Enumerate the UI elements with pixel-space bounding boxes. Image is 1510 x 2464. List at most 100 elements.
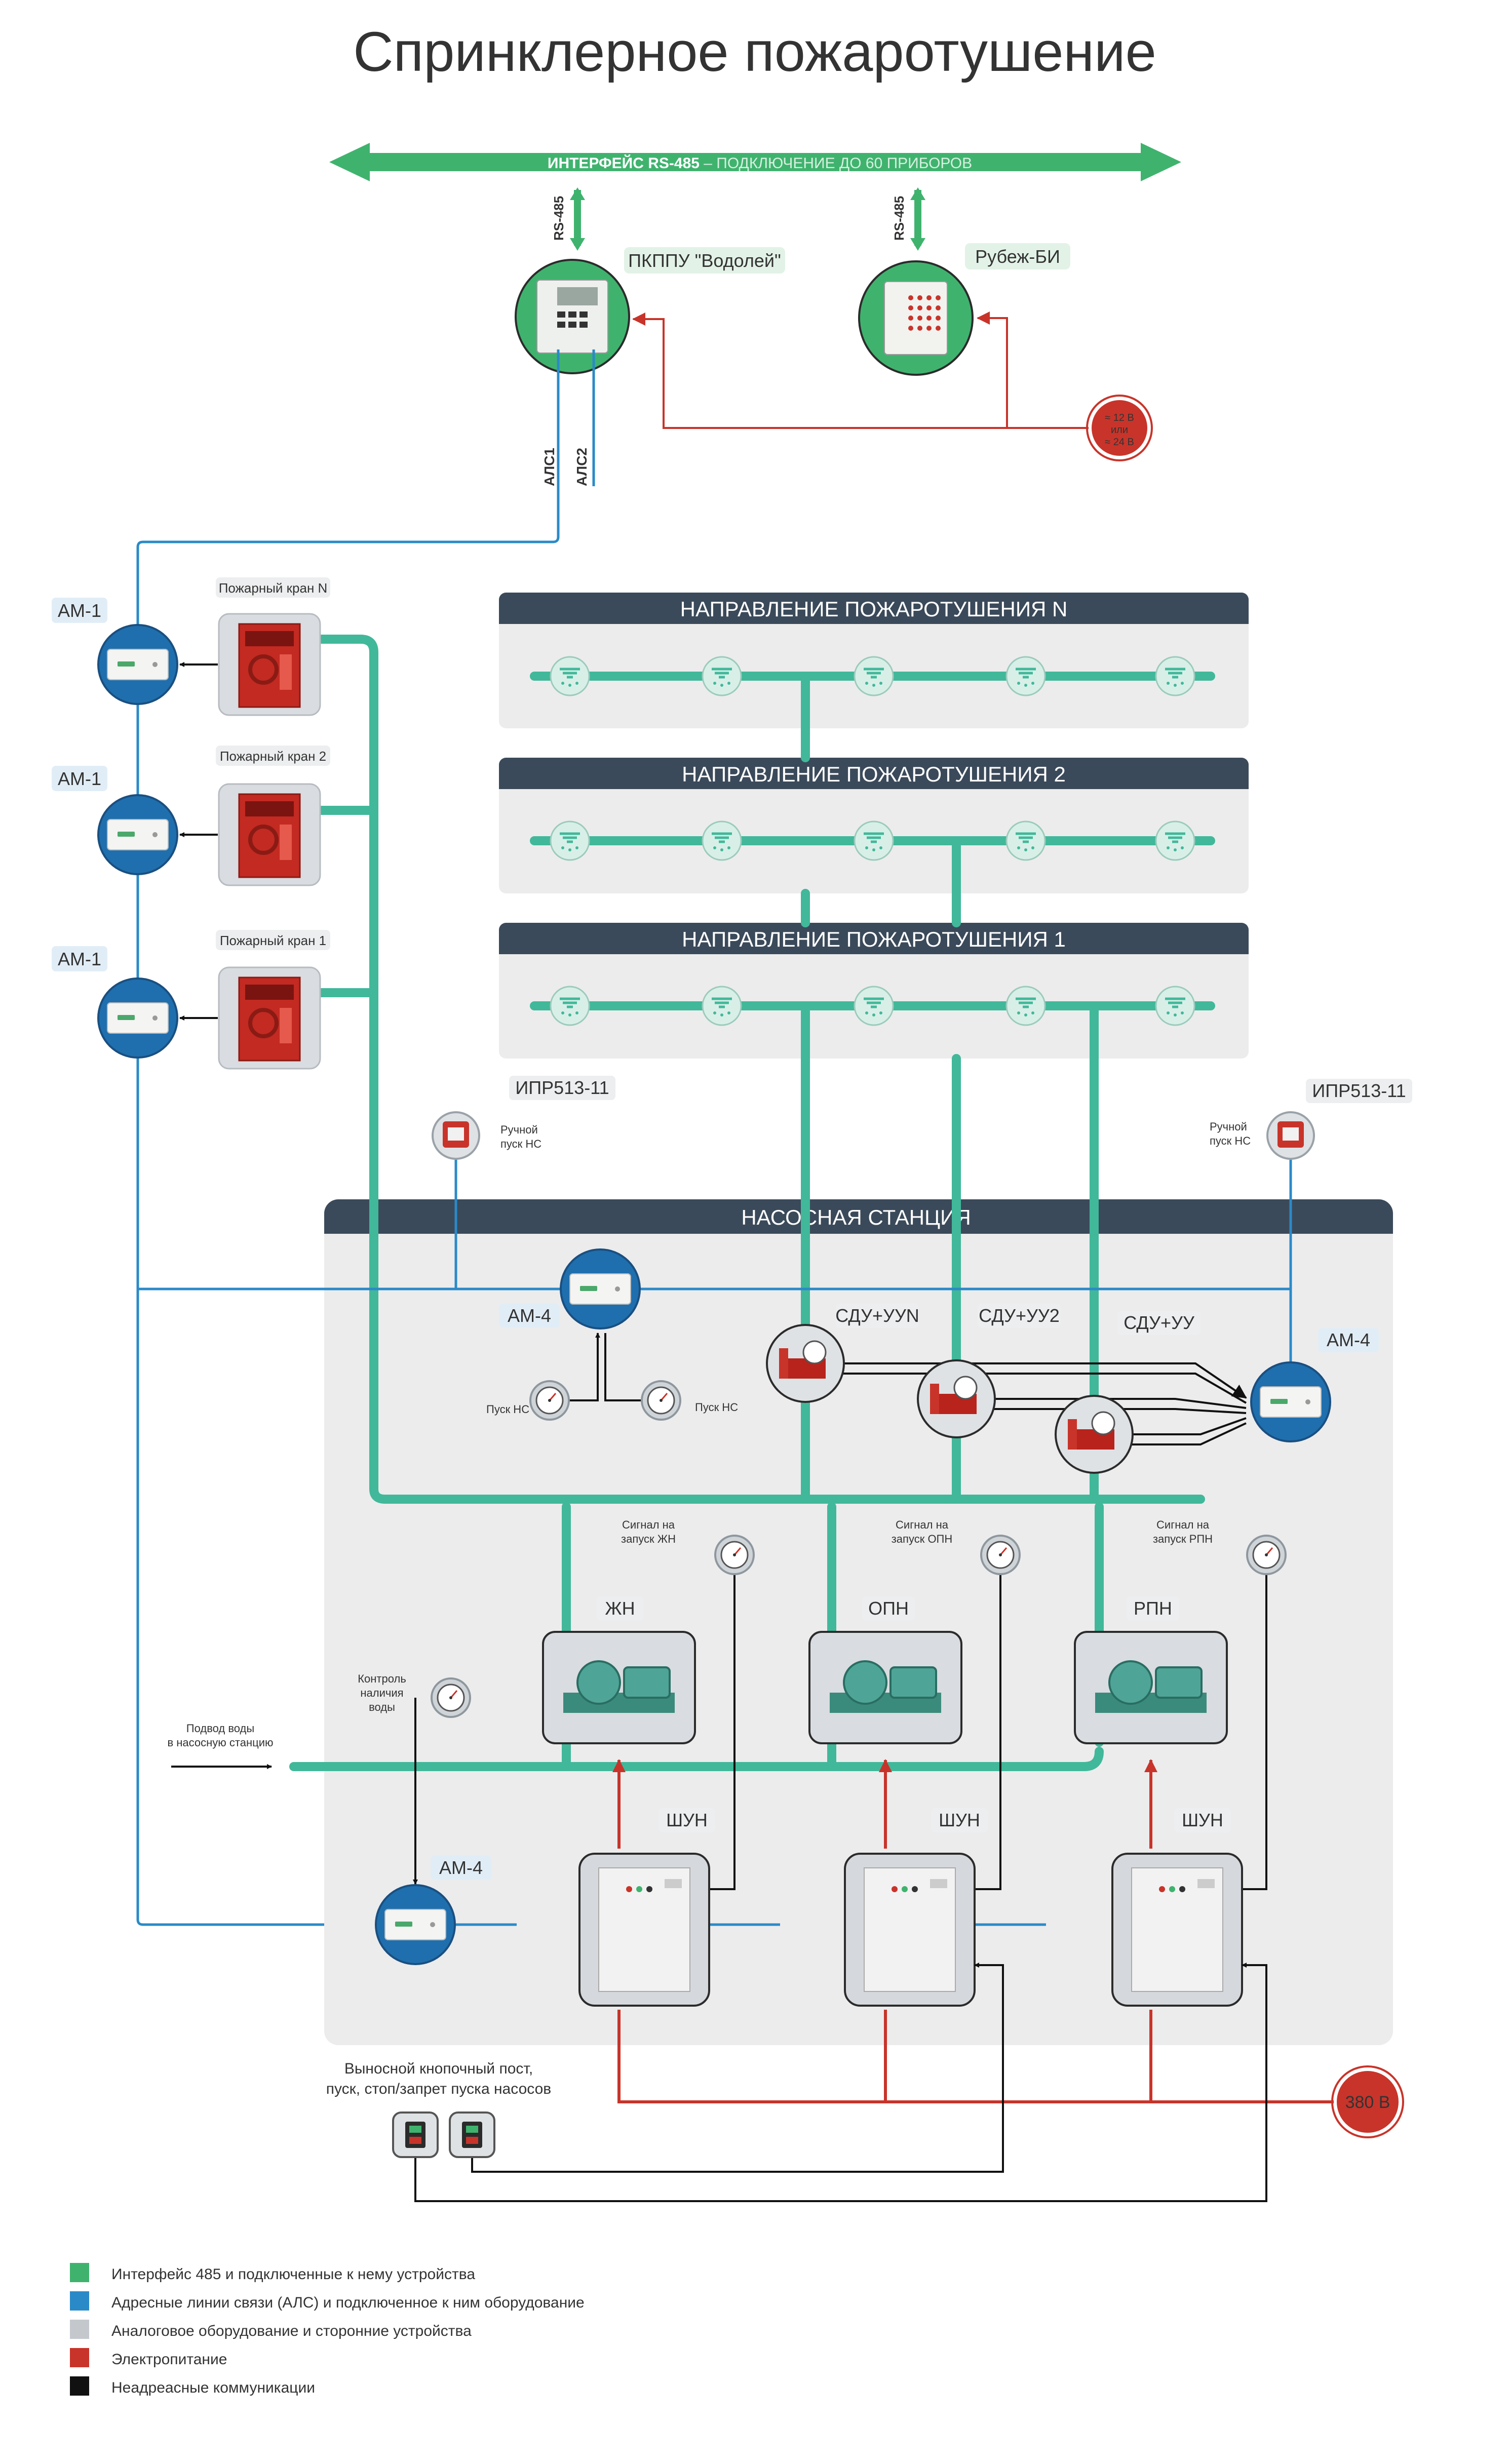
valve-1-label: СДУ+УУ bbox=[1124, 1312, 1195, 1333]
pump-zhn-label: ЖН bbox=[605, 1598, 635, 1619]
bus-label: ИНТЕРФЕЙС RS-485 – ПОДКЛЮЧЕНИЕ ДО 60 ПРИ… bbox=[548, 154, 972, 172]
sprinkler-icon bbox=[855, 987, 893, 1025]
legend-item-3: Аналоговое оборудование и сторонние устр… bbox=[111, 2323, 472, 2339]
direction-1-title: НАПРАВЛЕНИЕ ПОЖАРОТУШЕНИЯ 1 bbox=[682, 927, 1066, 951]
shun-opn-label: ШУН bbox=[939, 1810, 980, 1830]
als-lines bbox=[136, 349, 595, 1926]
legend-item-4: Электропитание bbox=[111, 2351, 227, 2368]
power-380-label: 380 В bbox=[1345, 2093, 1390, 2112]
am1-label-n: АМ-1 bbox=[58, 600, 101, 621]
legend-swatch-red bbox=[70, 2348, 89, 2367]
manual-start-right-line1: Ручной bbox=[1210, 1120, 1247, 1133]
pkppu-label: ПКППУ "Водолей" bbox=[628, 250, 781, 271]
signal-rpn-gauge-icon bbox=[1246, 1535, 1287, 1575]
signal-rpn-line2: запуск РПН bbox=[1153, 1533, 1213, 1545]
ipr-right-group: ИПР513-11 Ручной пуск НС bbox=[1210, 1079, 1412, 1363]
power-small-line3: ≈ 24 В bbox=[1105, 437, 1134, 448]
start-ns-left-label: Пуск НС bbox=[486, 1403, 529, 1416]
diagram-title: Спринклерное пожаротушение bbox=[353, 21, 1156, 83]
start-ns-right-label: Пуск НС bbox=[695, 1401, 738, 1414]
rs485-left-label: RS-485 bbox=[551, 196, 566, 241]
pump-opn-icon[interactable] bbox=[808, 1631, 962, 1744]
valve-sdu-2-icon[interactable] bbox=[917, 1359, 996, 1438]
ipr-left-label: ИПР513-11 bbox=[515, 1077, 609, 1098]
valve-sdu-n-icon[interactable] bbox=[766, 1324, 845, 1403]
pump-signal-lines bbox=[709, 1555, 1267, 1890]
am1-device-n[interactable] bbox=[97, 624, 178, 705]
power-12-24-lines bbox=[632, 311, 1094, 429]
ipr-left-group: ИПР513-11 Ручной пуск НС bbox=[432, 1076, 615, 1289]
water-control-line1: Контроль bbox=[358, 1672, 406, 1685]
rubezh-bi-device[interactable] bbox=[858, 260, 974, 376]
hydrant-n-label: Пожарный кран N bbox=[219, 580, 328, 596]
rs485-bus: ИНТЕРФЕЙС RS-485 – ПОДКЛЮЧЕНИЕ ДО 60 ПРИ… bbox=[329, 143, 1181, 181]
cabinet-shun-opn[interactable] bbox=[844, 1853, 976, 2007]
hydrant-2-label: Пожарный кран 2 bbox=[220, 749, 326, 764]
am1-device-1[interactable] bbox=[97, 977, 178, 1059]
als2-label: АЛС2 bbox=[574, 448, 590, 486]
legend-swatch-black bbox=[70, 2376, 89, 2396]
hydrant-1-label: Пожарный кран 1 bbox=[220, 933, 326, 948]
legend-item-1: Интерфейс 485 и подключенные к нему устр… bbox=[111, 2266, 475, 2283]
pkppu-vodoley-device[interactable] bbox=[515, 259, 630, 374]
sprinkler-icon bbox=[855, 822, 893, 860]
sprinkler-icon bbox=[855, 657, 893, 695]
manual-call-point-left-icon[interactable] bbox=[432, 1111, 480, 1160]
manual-start-left-line1: Ручной bbox=[500, 1123, 538, 1136]
als1-label: АЛС1 bbox=[541, 448, 557, 486]
start-ns-right-gauge-icon bbox=[641, 1380, 681, 1421]
water-supply-line2: в насосную станцию bbox=[167, 1736, 273, 1749]
water-supply-line1: Подвод воды bbox=[186, 1722, 254, 1735]
valve-n-label: СДУ+УУN bbox=[835, 1305, 919, 1326]
signal-zhn-gauge-icon bbox=[714, 1535, 755, 1575]
pump-rpn-label: РПН bbox=[1134, 1598, 1172, 1619]
water-control-lines bbox=[171, 1698, 418, 1885]
remote-post-line2: пуск, стоп/запрет пуска насосов bbox=[326, 2081, 551, 2097]
cabinet-shun-zhn[interactable] bbox=[578, 1853, 710, 2007]
signal-opn-line1: Сигнал на bbox=[896, 1518, 949, 1531]
pkppu-label-box bbox=[624, 247, 785, 273]
sprinkler-icon bbox=[1006, 987, 1045, 1025]
sprinkler-icon bbox=[1156, 987, 1194, 1025]
am1-hydrant-group: АМ-1 АМ-1 АМ-1 Пожарный кран N Пожарный … bbox=[52, 577, 330, 1069]
direction-2-title: НАПРАВЛЕНИЕ ПОЖАРОТУШЕНИЯ 2 bbox=[682, 762, 1066, 786]
am4-top-device[interactable] bbox=[560, 1248, 641, 1329]
sprinkler-icon bbox=[1156, 822, 1194, 860]
power-380-source: 380 В bbox=[1331, 2065, 1404, 2138]
rubezh-label-box bbox=[965, 243, 1070, 269]
remote-button-post-2[interactable] bbox=[449, 2111, 495, 2158]
manual-call-point-right-icon[interactable] bbox=[1266, 1111, 1315, 1160]
ipr-right-label: ИПР513-11 bbox=[1312, 1080, 1406, 1101]
am4-right-device[interactable] bbox=[1250, 1361, 1331, 1442]
signal-opn-line2: запуск ОПН bbox=[892, 1533, 953, 1545]
cabinet-shun-rpn[interactable] bbox=[1111, 1853, 1243, 2007]
valve-sdu-1-icon[interactable] bbox=[1055, 1395, 1134, 1474]
sprinkler-icon bbox=[703, 987, 741, 1025]
sprinkler-icon bbox=[1006, 657, 1045, 695]
legend-swatch-blue bbox=[70, 2291, 89, 2311]
hydrant-2-icon bbox=[219, 784, 320, 885]
water-control-line3: воды bbox=[369, 1701, 395, 1713]
direction-n-title: НАПРАВЛЕНИЕ ПОЖАРОТУШЕНИЯ N bbox=[680, 597, 1068, 621]
rs485-links: RS-485 RS-485 bbox=[551, 187, 925, 251]
water-control-line2: наличия bbox=[360, 1687, 403, 1699]
pump-zhn-icon[interactable] bbox=[542, 1631, 696, 1744]
rubezh-label: Рубеж-БИ bbox=[975, 246, 1060, 267]
power-small-line2: или bbox=[1111, 424, 1128, 436]
legend-swatch-gray bbox=[70, 2320, 89, 2339]
am4-bottom-device[interactable] bbox=[375, 1884, 456, 1965]
pump-rpn-icon[interactable] bbox=[1074, 1631, 1228, 1744]
manual-start-right-line2: пуск НС bbox=[1210, 1135, 1251, 1147]
sprinkler-icon bbox=[551, 822, 589, 860]
am4-bottom-label: АМ-4 bbox=[439, 1857, 483, 1878]
am1-label-2: АМ-1 bbox=[58, 768, 101, 789]
power-380-lines bbox=[612, 1759, 1337, 2103]
remote-button-post-1[interactable] bbox=[392, 2111, 439, 2158]
valve-2-label: СДУ+УУ2 bbox=[979, 1305, 1060, 1326]
shun-zhn-label: ШУН bbox=[666, 1810, 708, 1830]
am1-device-2[interactable] bbox=[97, 794, 178, 875]
remote-post-lines bbox=[414, 1963, 1267, 2202]
signal-zhn-line2: запуск ЖН bbox=[621, 1533, 676, 1545]
